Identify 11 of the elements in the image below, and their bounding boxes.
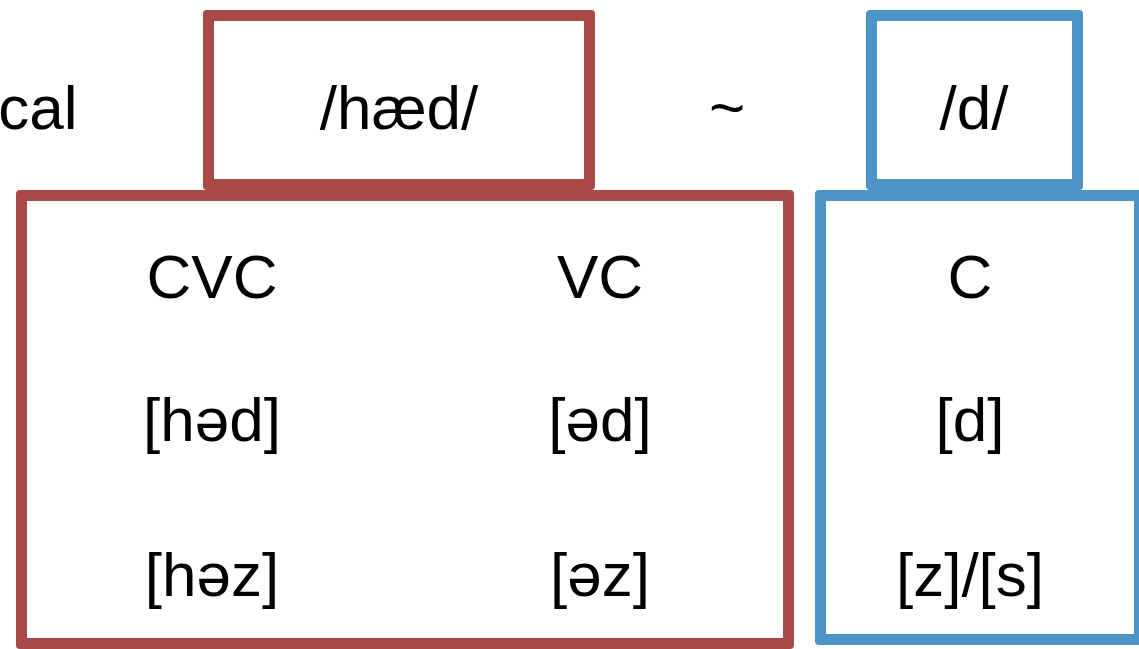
realization-panel (815, 190, 1139, 645)
phoneme-text: /hæd/ (319, 77, 479, 139)
phoneme-box (866, 10, 1083, 190)
word-fragment-text: cal (0, 77, 78, 139)
realization-panel (16, 190, 794, 649)
transcription-text: C (947, 246, 993, 308)
transcription-text: CVC (146, 246, 278, 308)
alternation-symbol: ~ (708, 77, 746, 139)
phoneme-text: /d/ (939, 77, 1009, 139)
phoneme-box (203, 10, 595, 190)
transcription-text: VC (556, 246, 644, 308)
